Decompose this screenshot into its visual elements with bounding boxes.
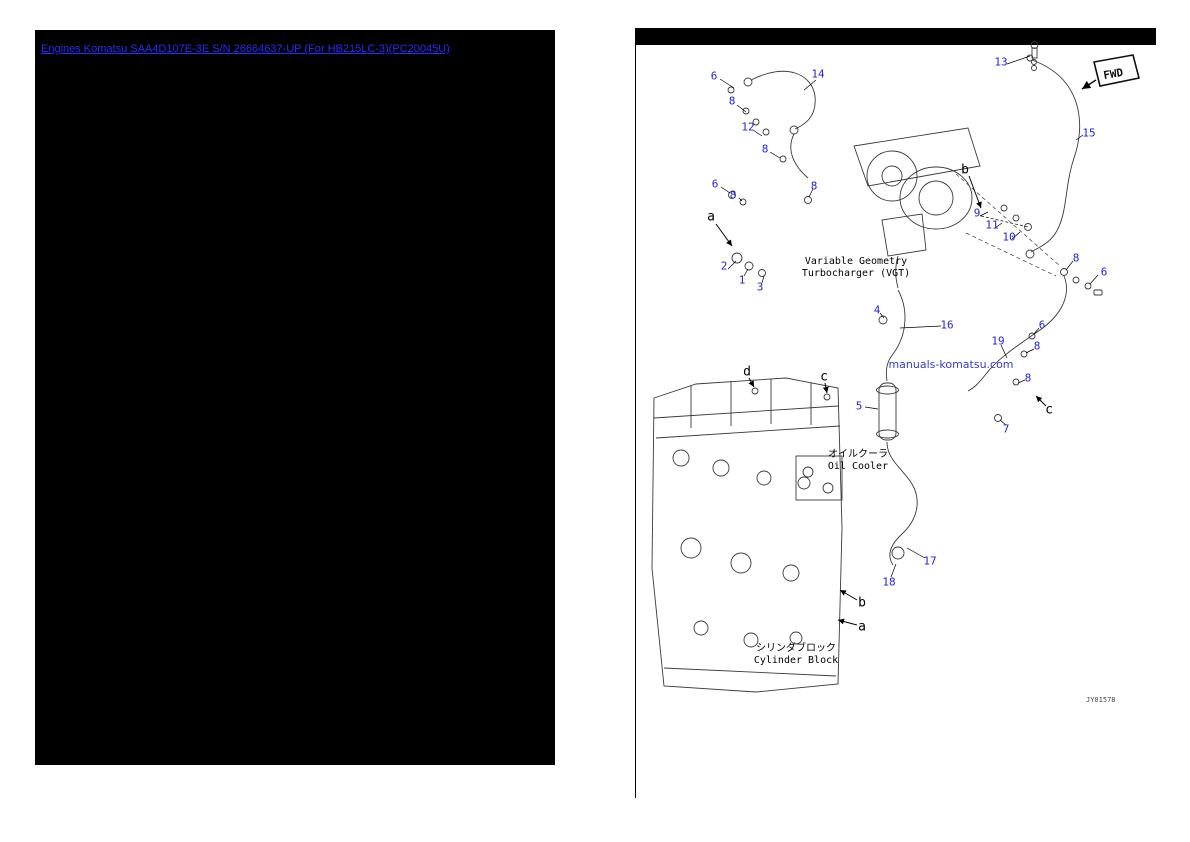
part-callout-16: 16 xyxy=(940,318,954,332)
diagram-top-bar xyxy=(636,28,1156,45)
part-callout-11: 11 xyxy=(985,218,999,232)
part-callout-4: 4 xyxy=(873,303,881,317)
part-callout-12: 12 xyxy=(741,120,755,134)
part-callout-17: 17 xyxy=(923,554,937,568)
left-black-panel: Engines Komatsu SAA4D107E-3E S/N 2666463… xyxy=(35,30,555,765)
view-letter-a: a xyxy=(858,619,866,635)
part-callout-3: 3 xyxy=(756,280,764,294)
watermark: manuals-komatsu.com xyxy=(888,358,1014,371)
fwd-arrow-icon xyxy=(1081,79,1097,90)
part-callout-2: 2 xyxy=(720,259,728,273)
part-callout-8: 8 xyxy=(1024,371,1032,385)
part-callout-9: 9 xyxy=(973,206,981,220)
svg-text:FWD: FWD xyxy=(1102,66,1124,82)
part-callout-6: 6 xyxy=(711,177,719,191)
view-letter-a: a xyxy=(707,209,715,225)
view-letter-d: d xyxy=(743,364,751,380)
drawing-number: JY01578 xyxy=(1086,696,1116,704)
parts-manual-title-link[interactable]: Engines Komatsu SAA4D107E-3E S/N 2666463… xyxy=(41,43,450,55)
part-callout-18: 18 xyxy=(882,575,896,589)
part-callout-6: 6 xyxy=(710,69,718,83)
part-callout-8: 8 xyxy=(729,188,737,202)
part-callout-8: 8 xyxy=(1072,251,1080,265)
part-callout-8: 8 xyxy=(761,142,769,156)
engine-line-art: FWD xyxy=(651,41,1140,693)
view-letter-b: b xyxy=(858,595,866,611)
part-callout-5: 5 xyxy=(855,399,863,413)
fwd-direction-tag: FWD xyxy=(1081,54,1140,90)
part-callout-8: 8 xyxy=(728,94,736,108)
part-callout-6: 6 xyxy=(1038,318,1046,332)
part-callout-10: 10 xyxy=(1002,230,1016,244)
part-callout-8: 8 xyxy=(810,179,818,193)
part-callout-8: 8 xyxy=(1033,339,1041,353)
part-callout-1: 1 xyxy=(738,273,746,287)
part-callout-19: 19 xyxy=(991,334,1005,348)
view-letter-c: c xyxy=(820,369,828,385)
part-callout-13: 13 xyxy=(994,55,1008,69)
part-callout-14: 14 xyxy=(811,67,825,81)
view-letter-b: b xyxy=(961,162,969,178)
part-callout-15: 15 xyxy=(1082,126,1096,140)
view-letter-c: c xyxy=(1045,402,1053,418)
part-callout-7: 7 xyxy=(1002,422,1010,436)
part-callout-6: 6 xyxy=(1100,265,1108,279)
